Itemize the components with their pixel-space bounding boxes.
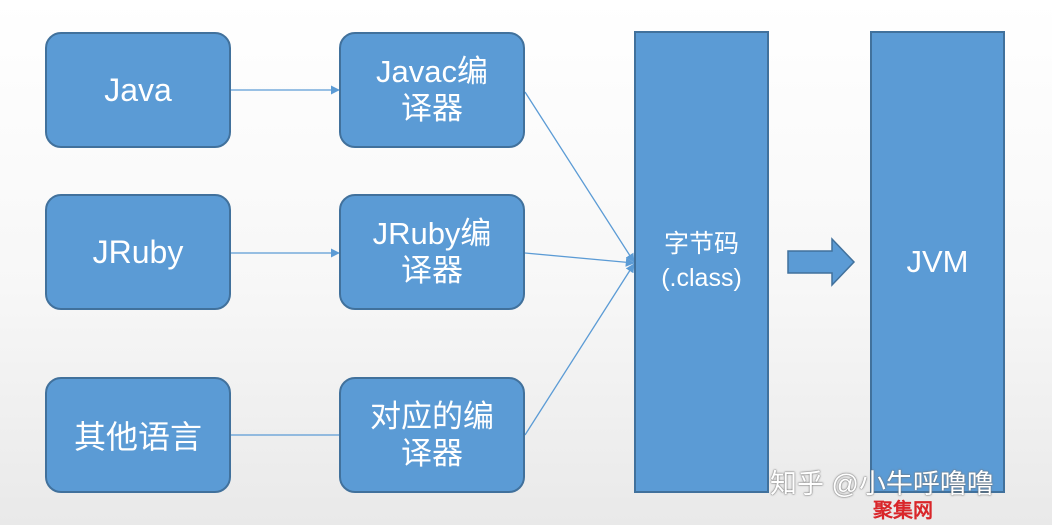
bytecode-class-label: (.class) [661,264,742,292]
other-compiler-to-bytecode-arrow [524,263,635,436]
java-source-box: Java [45,32,231,148]
javac-compiler-box: Javac编 译器 [339,32,525,148]
watermark: 知乎 @小牛呼噜噜 [770,469,994,499]
other-language-box: 其他语言 [45,377,231,493]
jruby-source-label: JRuby [92,233,184,270]
site-badge: 聚集网 [873,500,933,522]
javac-to-bytecode-arrow [524,91,635,263]
java-source-label: Java [104,71,172,108]
jruby-compiler-label: JRuby编 译器 [372,215,492,288]
other-compiler-label: 对应的编 译器 [370,398,494,471]
bytecode-label: 字节码 [663,230,739,259]
other-compiler-box: 对应的编 译器 [339,377,525,493]
bytecode-to-jvm-block-arrow [787,237,856,287]
javac-compiler-label: Javac编 译器 [376,53,488,126]
jvm-box: JVM [870,31,1005,493]
other-language-label: 其他语言 [73,419,202,455]
bytecode-box: 字节码 (.class) [634,31,769,493]
jruby-compiler-to-bytecode-arrow [524,252,635,267]
jruby-compiler-box: JRuby编 译器 [339,194,525,310]
jruby-source-box: JRuby [45,194,231,310]
jvm-label: JVM [906,244,969,279]
